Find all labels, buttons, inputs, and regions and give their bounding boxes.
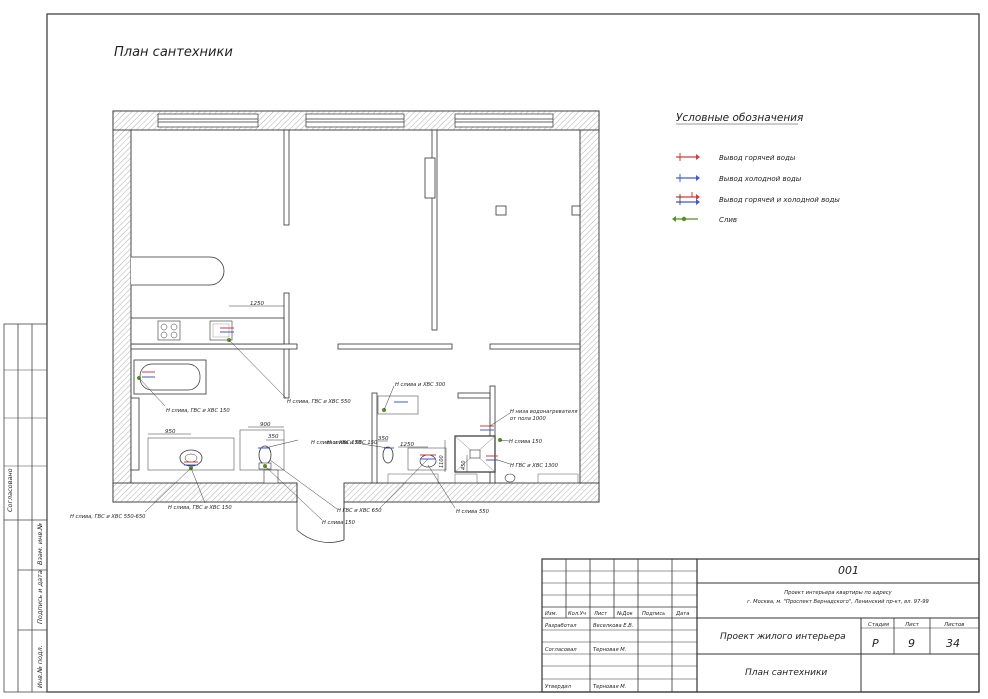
legend: Условные обозначения Вывод горячей воды …	[672, 112, 840, 224]
wall-bottom-left	[112, 482, 298, 503]
dim-1250-bath2: 1250	[400, 442, 414, 448]
wall-bottom-right	[343, 482, 600, 503]
note-bath-150: Н слива, ГВС и ХВС 150	[166, 408, 230, 414]
note-hot-cold-650: Н ГВС и ХВС 650	[337, 508, 382, 514]
legend-hot-cold: Вывод горячей и холодной воды	[719, 196, 840, 204]
note-basin-150: Н слива, ГВС и ХВС 150	[168, 505, 232, 511]
kitchen-counter	[130, 317, 285, 345]
side-stamp: Согласовано Взам. инв.№ Подпись и дата И…	[3, 323, 48, 693]
stove	[157, 320, 181, 341]
dim-950: 950	[165, 429, 176, 435]
hot-cold-water-outlet-icon	[676, 192, 700, 205]
role-approved: Утвердил	[545, 684, 572, 690]
col-izm: Изм.	[545, 611, 557, 617]
dimension-lines	[148, 305, 468, 472]
name-developer: Веселкова Е.В.	[593, 623, 633, 629]
note-kitchen-550: Н слива, ГВС и ХВС 550	[287, 399, 351, 405]
stamp-label-replace-inv: Взам. инв.№	[36, 523, 44, 565]
stamp-label-inv-orig: Инв.№ подл.	[36, 645, 44, 688]
note-basin-550-650: Н слива, ГВС и ХВС 550-650	[70, 514, 146, 520]
stamp-label-sign-date: Подпись и дата	[36, 570, 44, 624]
interior-walls	[130, 129, 581, 484]
stage-value: Р	[872, 637, 879, 650]
name-approved: Терновая М.	[593, 684, 626, 690]
dim-1250-kitchen: 1250	[250, 301, 264, 307]
col-date: Дата	[675, 611, 689, 617]
wc-niche	[239, 429, 285, 471]
dim-900: 900	[260, 422, 271, 428]
toilet	[258, 445, 272, 465]
note-drain-150: Н слива 150	[322, 520, 356, 526]
title-block	[541, 558, 980, 693]
doc-title: Проект жилого интерьера	[720, 632, 846, 642]
name-agreed: Терновая М.	[593, 647, 626, 653]
kitchen-island	[131, 256, 225, 286]
sheet-value: 9	[908, 637, 915, 650]
title-project-line2: г. Москва, м. "Проспект Вернадского", Ле…	[747, 599, 929, 605]
dim-350-wc: 350	[268, 434, 279, 440]
legend-title: Условные обозначения	[676, 112, 803, 124]
cold-water-outlet-icon	[676, 174, 700, 182]
toilet-2	[382, 446, 394, 464]
role-developer: Разработал	[545, 623, 577, 629]
col-signature: Подпись	[642, 611, 665, 617]
drain-icon	[672, 216, 698, 222]
note-shower-drain-150: Н слива 150	[509, 439, 543, 445]
legend-drain: Слив	[719, 216, 737, 224]
note-drain-550: Н слива 550	[456, 509, 490, 515]
col-doc-no: №Док	[616, 611, 634, 617]
note-shower-1300: Н ГВС и ХВС 1300	[510, 463, 559, 469]
note-wc2-150: Н слива и ХВС 150	[327, 440, 378, 446]
col-kol-uch: Кол.Уч	[568, 611, 586, 617]
wall-right	[579, 110, 600, 503]
washbasin	[179, 449, 203, 467]
sheet-title: План сантехники	[745, 668, 827, 678]
stage-label: Стадия	[868, 622, 890, 628]
stamp-label-agreed: Согласовано	[6, 468, 14, 512]
sheets-value: 34	[946, 637, 960, 650]
leader-lines	[138, 339, 511, 521]
riser-left	[263, 469, 279, 484]
wall-left	[112, 110, 132, 503]
windows	[157, 113, 554, 128]
title-project-line1: Проект интерьера квартиры по адресу	[784, 590, 892, 596]
note-wc-150: Н слива и ХВС 150	[311, 440, 362, 446]
floor-plan: 1250 950 900 350 350 1250 1100 450	[70, 110, 600, 543]
dim-350-bath2: 350	[378, 436, 389, 442]
legend-hot: Вывод горячей воды	[719, 154, 796, 162]
sheet-label: Лист	[904, 622, 920, 628]
note-washer-300: Н слива и ХВС 300	[395, 382, 446, 388]
page-title: План сантехники	[114, 45, 233, 60]
hot-water-outlet-icon	[676, 153, 700, 161]
vanity-2	[407, 447, 447, 471]
note-heater-line1: Н низа водонагревателя	[510, 409, 578, 415]
legend-cold: Вывод холодной воды	[719, 175, 802, 183]
note-heater-line2: от пола 1000	[510, 416, 546, 422]
sheets-label: Листов	[943, 622, 965, 628]
kitchen-sink	[209, 320, 233, 341]
role-agreed: Согласовал	[545, 647, 577, 653]
title-code: 001	[838, 564, 859, 577]
col-list: Лист	[593, 611, 608, 617]
entry-door	[296, 483, 345, 543]
dim-450: 450	[461, 460, 467, 470]
dim-1100: 1100	[439, 455, 445, 468]
